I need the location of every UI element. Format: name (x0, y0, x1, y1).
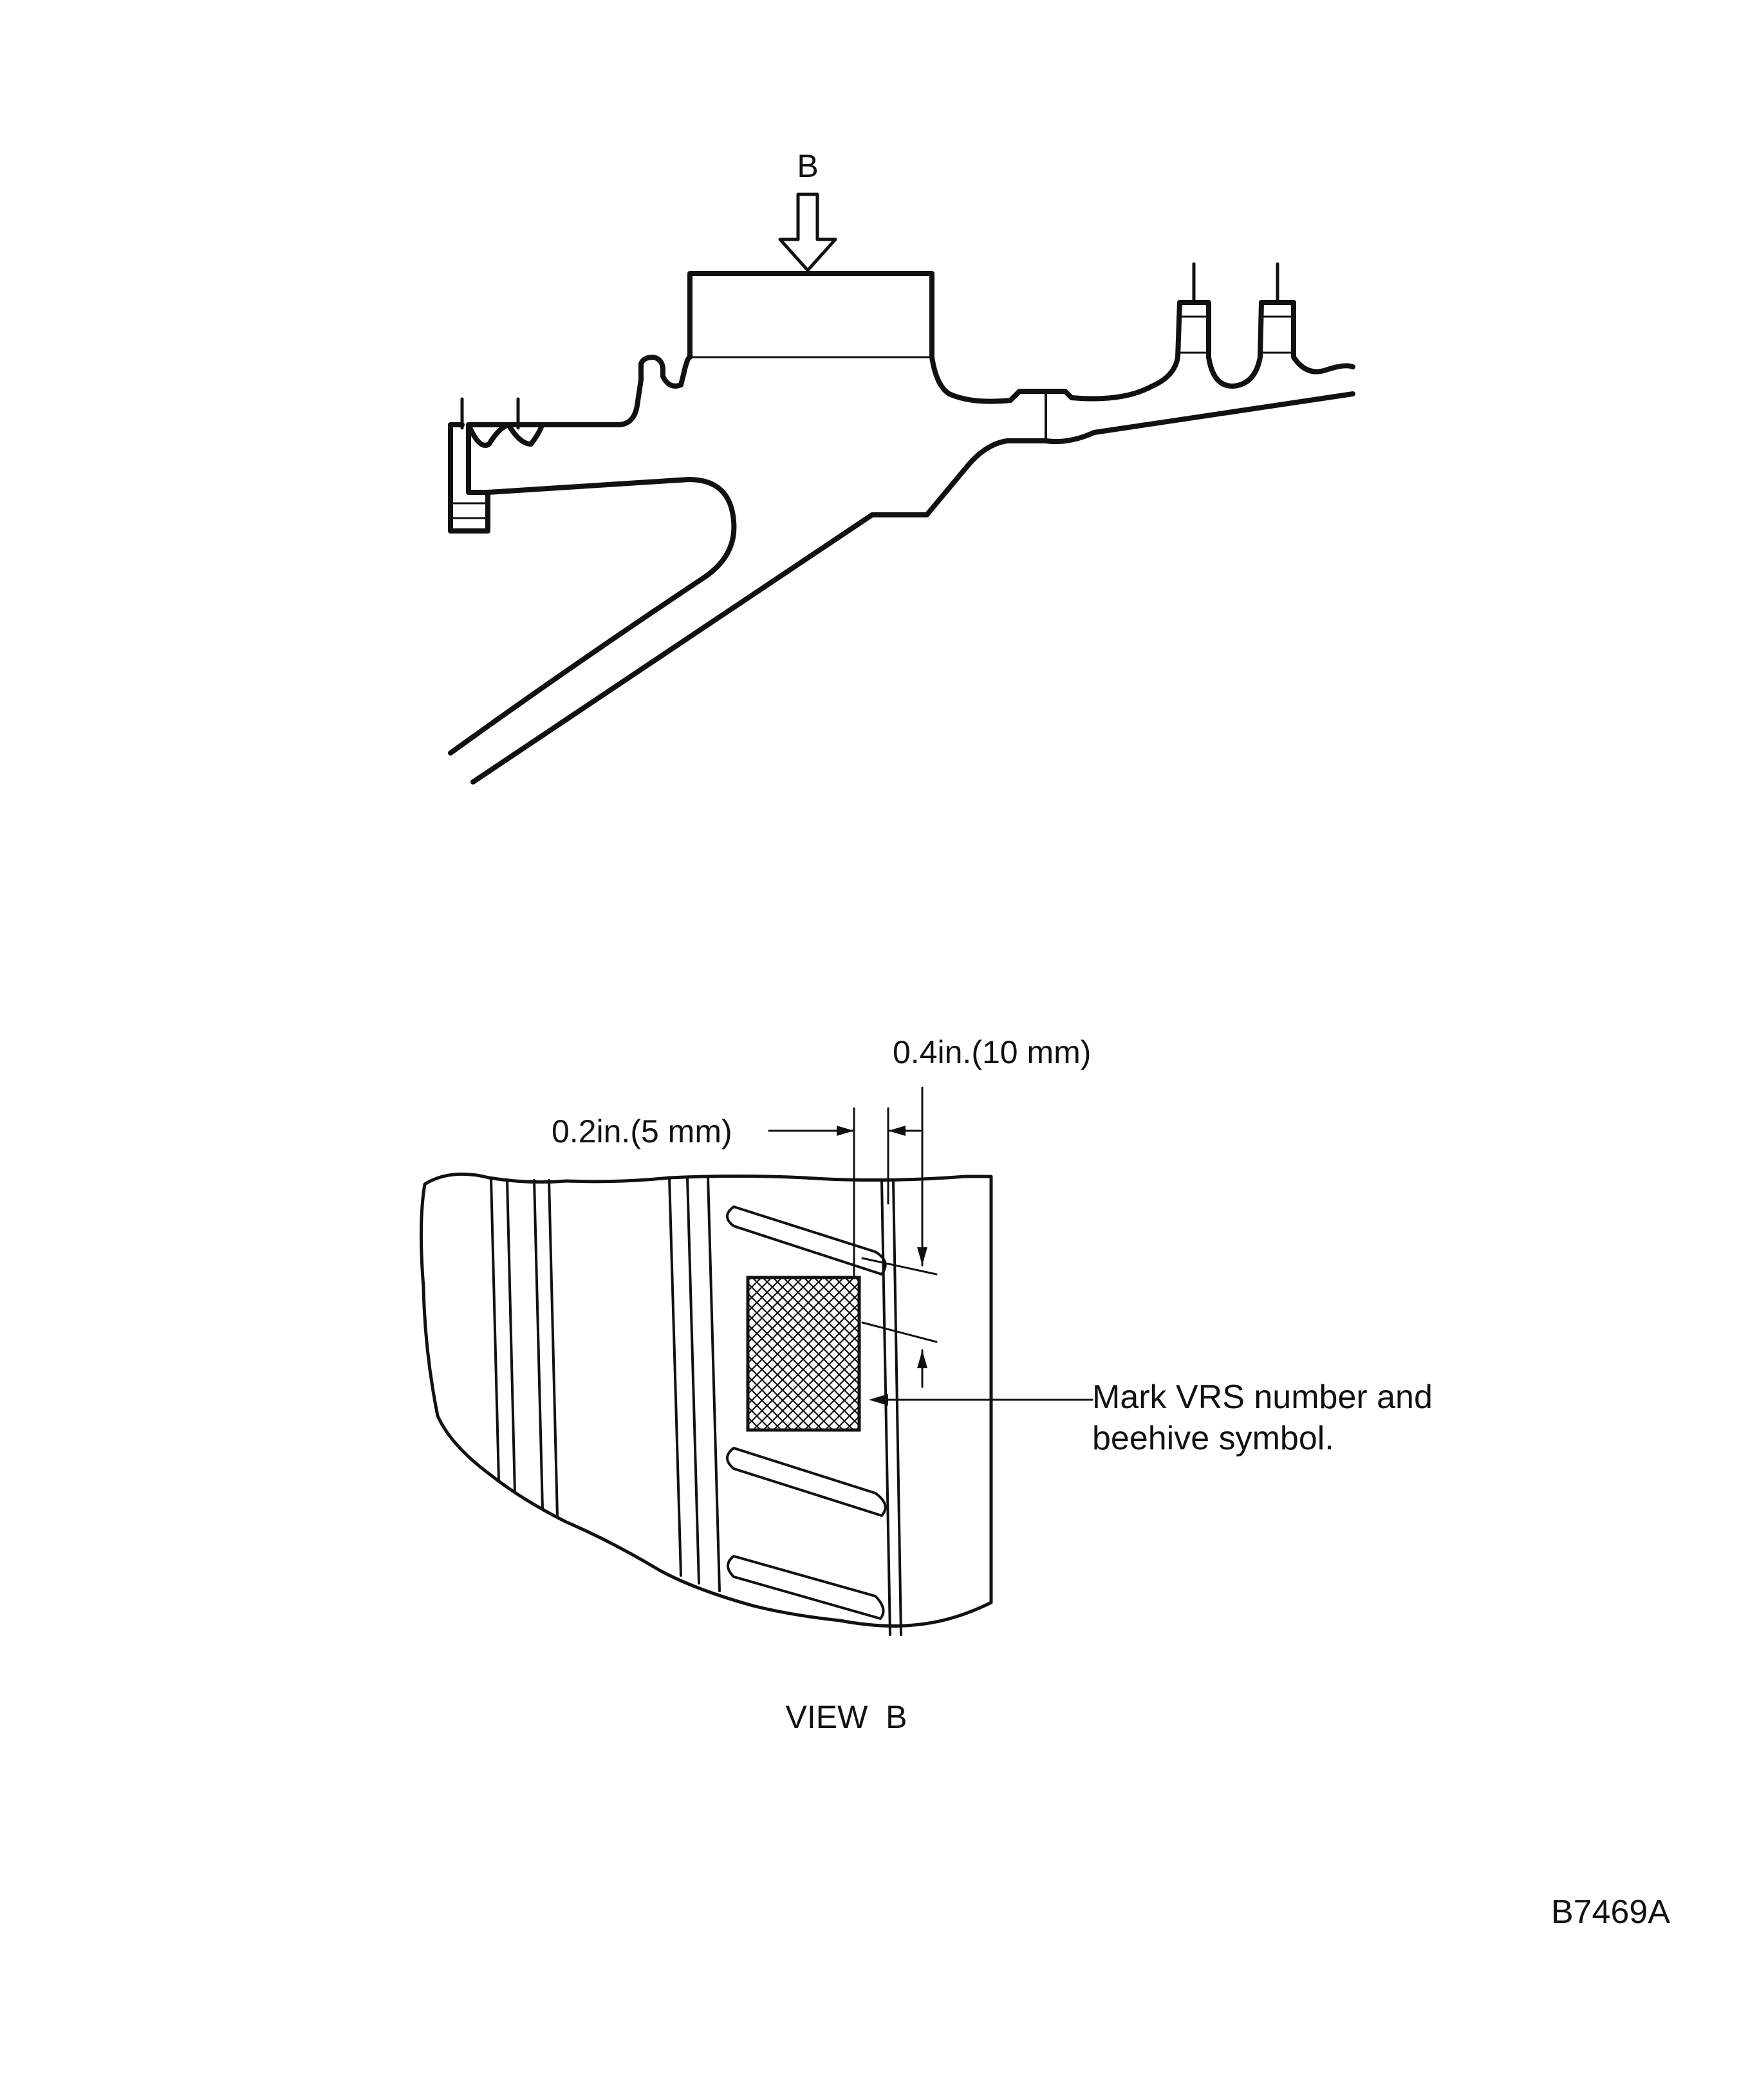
band-line (548, 1179, 559, 1518)
figure-id: B7469A (1551, 1893, 1670, 1931)
view-b-arrow-icon (778, 192, 837, 272)
dim-arrowhead-icon (837, 1126, 854, 1136)
band-line (490, 1178, 500, 1482)
dim-arrowhead-icon (917, 1247, 927, 1265)
band-line (506, 1179, 516, 1494)
band-line (707, 1175, 721, 1592)
dim-arrowhead-icon (888, 1126, 906, 1136)
left-tab-outline (448, 422, 544, 534)
callout-text-line-2: beehive symbol. (1092, 1420, 1334, 1457)
band-line (880, 1180, 891, 1636)
upper-slot (726, 1205, 887, 1276)
leader-arrowhead-icon (869, 1394, 888, 1406)
inner-strut-curve (448, 477, 737, 756)
band-line (892, 1180, 902, 1636)
dim-extension-line (861, 1257, 938, 1276)
vertical-dimension: 0.4in.(10 mm) (861, 1034, 1091, 1388)
view-caption: VIEW B (786, 1699, 907, 1735)
upper-profile-line (466, 271, 1355, 427)
dim-extension-line (861, 1321, 938, 1343)
marking-callout: Mark VRS number and beehive symbol. (869, 1379, 1433, 1457)
middle-slot (726, 1447, 887, 1517)
band-line (668, 1176, 682, 1577)
view-b-outline (419, 1172, 993, 1628)
dim-arrowhead-icon (917, 1350, 927, 1368)
dimension-label-horizontal: 0.2in.(5 mm) (552, 1113, 732, 1149)
upper-section-view: B (448, 148, 1355, 785)
callout-text-line-1: Mark VRS number and (1092, 1379, 1433, 1416)
lower-slot (727, 1555, 885, 1620)
lower-outer-line (470, 391, 1355, 785)
horizontal-dimension: 0.2in.(5 mm) (552, 1107, 922, 1279)
view-arrow-label: B (797, 148, 818, 184)
view-b-detail: 0.2in.(5 mm) 0.4in.(10 mm) Mark VRS numb… (419, 1034, 1433, 1735)
band-line (686, 1176, 700, 1584)
band-line (533, 1179, 544, 1510)
dimension-label-vertical: 0.4in.(10 mm) (893, 1034, 1091, 1070)
marking-area (746, 1276, 861, 1432)
